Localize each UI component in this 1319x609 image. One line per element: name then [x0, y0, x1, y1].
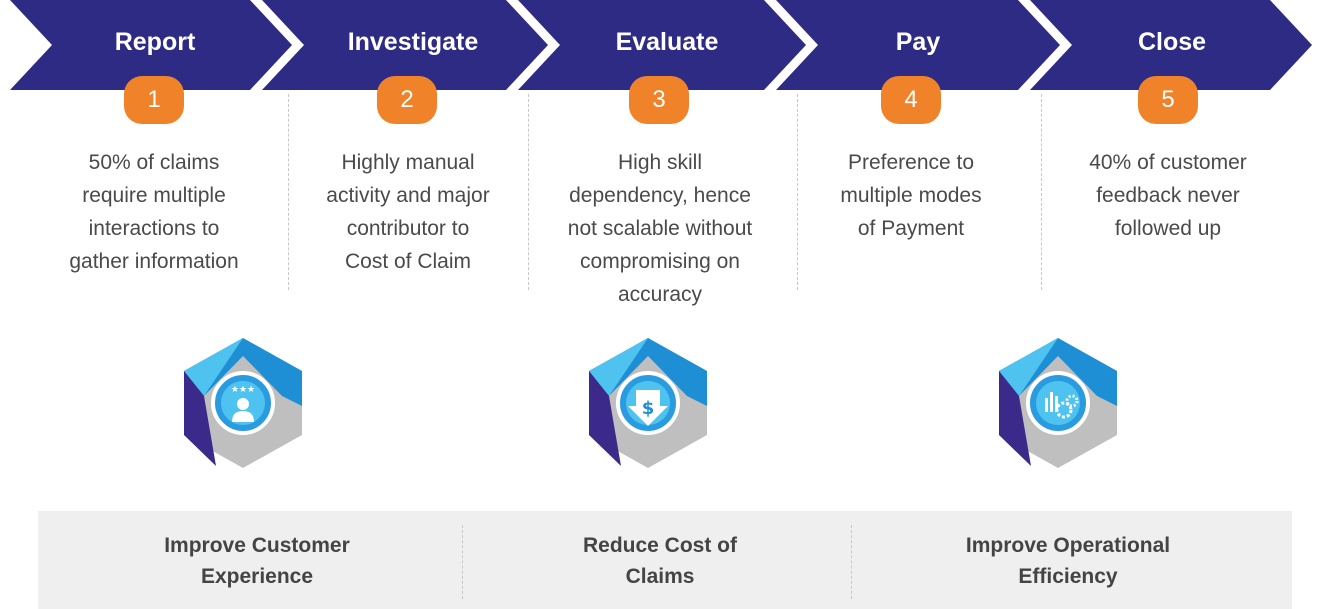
column-divider [528, 94, 529, 290]
outcome-customer-experience: Improve Customer Experience [107, 530, 407, 592]
band-divider [462, 525, 463, 599]
dollar-down-icon: $ [589, 338, 707, 468]
step-description-evaluate: High skill dependency, hence not scalabl… [540, 146, 780, 311]
step-number-badge: 3 [629, 76, 689, 124]
description-line: activity and major [326, 184, 490, 207]
step-label-pay: Pay [895, 28, 941, 56]
description-line: dependency, hence [569, 184, 751, 207]
step-label-close: Close [1137, 28, 1207, 56]
description-line: Preference to [847, 151, 975, 174]
description-line: 50% of claims [88, 151, 220, 174]
outcome-line: Efficiency [1018, 565, 1118, 588]
outcomes-band: Improve Customer Experience Reduce Cost … [38, 511, 1292, 609]
chevron-report[interactable] [10, 0, 292, 90]
chevron-close[interactable] [1030, 0, 1312, 90]
outcome-line: Claims [625, 565, 695, 588]
step-number-badge: 1 [124, 76, 184, 124]
chevron-evaluate[interactable] [518, 0, 806, 90]
description-line: of Payment [857, 217, 965, 240]
column-divider [797, 94, 798, 290]
step-label-evaluate: Evaluate [615, 28, 719, 56]
description-line: not scalable without [567, 217, 753, 240]
outcome-reduce-cost: Reduce Cost of Claims [510, 530, 810, 592]
description-line: compromising on [580, 250, 740, 273]
step-description-report: 50% of claims require multiple interacti… [34, 146, 274, 278]
description-line: feedback never [1096, 184, 1240, 207]
step-description-close: 40% of customer feedback never followed … [1048, 146, 1288, 245]
column-divider [288, 94, 289, 290]
description-line: gather information [69, 250, 239, 273]
description-line: High skill [617, 151, 703, 174]
svg-text:$: $ [642, 398, 655, 419]
outcome-line: Experience [200, 565, 314, 588]
description-line: accuracy [617, 283, 703, 306]
customer-rating-icon: ★★★ [184, 338, 302, 468]
description-line: multiple modes [840, 184, 982, 207]
outcome-line: Improve Customer [164, 534, 350, 557]
step-label-investigate: Investigate [347, 28, 479, 56]
step-number-badge: 2 [377, 76, 437, 124]
step-label-report: Report [114, 28, 196, 56]
process-chevrons [10, 0, 1312, 90]
description-line: followed up [1114, 217, 1222, 240]
description-line: interactions to [88, 217, 220, 240]
description-line: Highly manual [341, 151, 475, 174]
description-line: 40% of customer [1089, 151, 1247, 174]
outcome-operational-efficiency: Improve Operational Efficiency [918, 530, 1218, 592]
description-line: contributor to [346, 217, 470, 240]
chart-gears-icon [999, 338, 1117, 468]
step-description-investigate: Highly manual activity and major contrib… [288, 146, 528, 278]
description-line: require multiple [82, 184, 226, 207]
outcome-line: Reduce Cost of [582, 534, 737, 557]
chevron-investigate[interactable] [262, 0, 548, 90]
outcome-line: Improve Operational [965, 534, 1171, 557]
svg-text:★★★: ★★★ [231, 385, 255, 395]
step-number-badge: 5 [1138, 76, 1198, 124]
band-divider [851, 525, 852, 599]
step-number-badge: 4 [881, 76, 941, 124]
column-divider [1041, 94, 1042, 290]
chevron-pay[interactable] [776, 0, 1060, 90]
description-line: Cost of Claim [344, 250, 472, 273]
step-description-pay: Preference to multiple modes of Payment [791, 146, 1031, 245]
